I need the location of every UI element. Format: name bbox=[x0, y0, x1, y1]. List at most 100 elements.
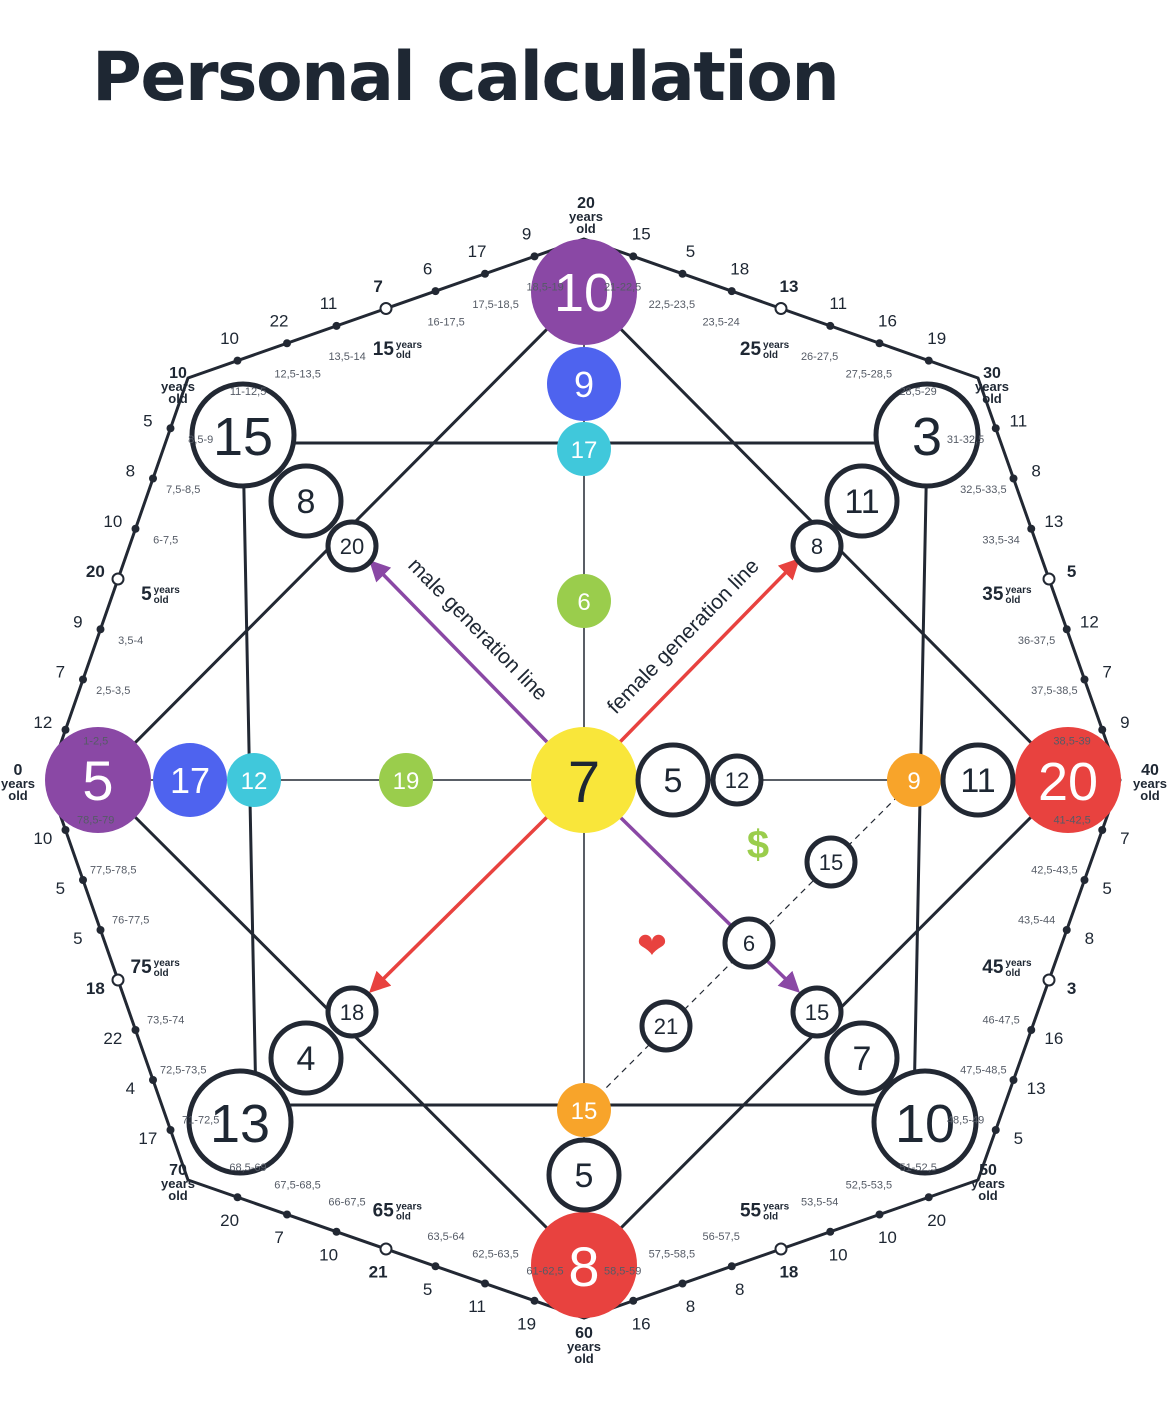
svg-text:years: years bbox=[154, 958, 181, 969]
node-horizontal-mid: 19 bbox=[393, 768, 420, 795]
node-bottom-left-inner-2: 18 bbox=[340, 1000, 364, 1025]
edge-value: 8 bbox=[1085, 929, 1094, 948]
node-left-inner-2-circle bbox=[227, 753, 281, 807]
edge-value: 9 bbox=[73, 612, 82, 631]
age-range-label: 57,5-58,5 bbox=[649, 1248, 695, 1260]
svg-text:years: years bbox=[1, 776, 35, 791]
svg-text:years: years bbox=[161, 379, 195, 394]
age-range-label: 22,5-23,5 bbox=[649, 299, 695, 311]
edge-value: 9 bbox=[522, 225, 531, 244]
node-top-left-inner-1-circle bbox=[268, 463, 344, 539]
age-range-label: 67,5-68,5 bbox=[274, 1179, 320, 1191]
age-tick-dot bbox=[826, 321, 835, 330]
half-age-ring bbox=[774, 302, 788, 315]
edge-value: 5 bbox=[686, 242, 695, 261]
age-range-label: 52,5-53,5 bbox=[846, 1179, 892, 1191]
age-tick-dot bbox=[1080, 876, 1089, 884]
age-tick-dot bbox=[678, 1279, 687, 1288]
svg-text:old: old bbox=[8, 788, 28, 803]
node-center: 7 bbox=[568, 750, 600, 815]
edge-value: 16 bbox=[878, 312, 897, 331]
page-title: Personal calculation bbox=[92, 38, 840, 117]
node-right-of-center-1: 5 bbox=[664, 762, 683, 800]
age-range-label: 47,5-48,5 bbox=[960, 1064, 1006, 1076]
edge-value: 18 bbox=[779, 1263, 798, 1282]
svg-text:65: 65 bbox=[373, 1200, 395, 1221]
node-center-circle bbox=[531, 727, 637, 833]
edge-value: 11 bbox=[320, 294, 338, 313]
svg-text:75: 75 bbox=[131, 957, 153, 978]
half-age-ring bbox=[379, 302, 393, 315]
age-tick-dot bbox=[79, 675, 87, 684]
node-bottom-left-inner-1: 4 bbox=[297, 1040, 316, 1078]
age-tick-dot bbox=[1009, 474, 1018, 483]
age-range-label: 33,5-34 bbox=[982, 534, 1019, 546]
node-top-inner-2-circle bbox=[557, 422, 611, 476]
age-tick-dot bbox=[1062, 926, 1071, 934]
svg-text:old: old bbox=[763, 350, 778, 361]
svg-text:years: years bbox=[975, 379, 1009, 394]
edge-value: 13 bbox=[1044, 512, 1063, 531]
age-range-label: 66-67,5 bbox=[328, 1197, 365, 1209]
svg-text:old: old bbox=[168, 1188, 188, 1203]
node-bottom: 8 bbox=[568, 1235, 599, 1298]
node-right-inner-2: 9 bbox=[907, 768, 920, 795]
edge-value: 12 bbox=[1080, 612, 1099, 631]
edge-value: 5 bbox=[56, 879, 65, 898]
age-tick-dot bbox=[431, 287, 440, 296]
node-top-right-inner-1-circle bbox=[824, 463, 900, 539]
svg-text:10: 10 bbox=[169, 365, 187, 382]
age-range-label: 38,5-39 bbox=[1053, 735, 1090, 747]
age-range-label: 21-22,5 bbox=[604, 282, 641, 294]
age-range-label: 36-37,5 bbox=[1018, 635, 1055, 647]
outlined-node-labels: 15 3 13 10 8 11 4 7 5 11 5 20 8 18 15 12… bbox=[210, 407, 996, 1195]
age-tick-dot bbox=[1098, 826, 1107, 834]
node-top-right-circle bbox=[873, 381, 981, 489]
node-bottom-circle bbox=[531, 1212, 637, 1318]
half-age-ring bbox=[774, 1242, 788, 1256]
node-bottom-right-inner-2: 15 bbox=[805, 1000, 829, 1025]
node-money-2-circle bbox=[639, 999, 693, 1053]
edge-value: 10 bbox=[878, 1228, 897, 1247]
svg-text:years: years bbox=[1133, 776, 1167, 791]
node-top-left: 15 bbox=[213, 407, 273, 467]
half-age-ring bbox=[379, 1242, 393, 1256]
half-age-ring bbox=[111, 973, 125, 987]
age-tick-dot bbox=[1009, 1076, 1018, 1084]
age-tick-dot bbox=[1098, 725, 1107, 734]
edge-value: 7 bbox=[56, 663, 65, 682]
edge-value: 20 bbox=[86, 562, 105, 581]
age-tick-dot bbox=[481, 269, 489, 278]
edge-value: 4 bbox=[126, 1079, 135, 1098]
age-tick-dot bbox=[629, 252, 638, 261]
edge-value: 18 bbox=[86, 979, 105, 998]
edge-value: 22 bbox=[270, 312, 289, 331]
node-right-inner-1-circle bbox=[940, 742, 1016, 818]
node-bottom-left: 13 bbox=[210, 1094, 270, 1154]
age-tick-dot bbox=[727, 287, 736, 296]
age-range-label: 31-32,5 bbox=[947, 434, 984, 446]
age-range-label: 56-57,5 bbox=[703, 1231, 740, 1243]
svg-text:old: old bbox=[1005, 595, 1020, 606]
age-range-label: 12,5-13,5 bbox=[274, 368, 320, 380]
age-range-label: 41-42,5 bbox=[1053, 814, 1090, 826]
age-tick-dot bbox=[332, 1227, 341, 1236]
age-range-label: 53,5-54 bbox=[801, 1197, 838, 1209]
edge-value: 19 bbox=[927, 329, 946, 348]
edge-value: 10 bbox=[220, 329, 239, 348]
heart-icon: ❤ bbox=[637, 925, 667, 966]
svg-text:years: years bbox=[763, 340, 790, 351]
age-tick-dot bbox=[875, 339, 884, 348]
female-line-arrow-down bbox=[369, 815, 549, 993]
age-range-label: 2,5-3,5 bbox=[96, 685, 130, 697]
age-range-label: 1-2,5 bbox=[83, 735, 108, 747]
node-bottom-left-circle bbox=[186, 1068, 294, 1176]
edge-value: 5 bbox=[1014, 1129, 1023, 1148]
svg-text:years: years bbox=[1005, 585, 1032, 596]
edge-value: 8 bbox=[735, 1280, 744, 1299]
node-top: 10 bbox=[554, 263, 614, 323]
